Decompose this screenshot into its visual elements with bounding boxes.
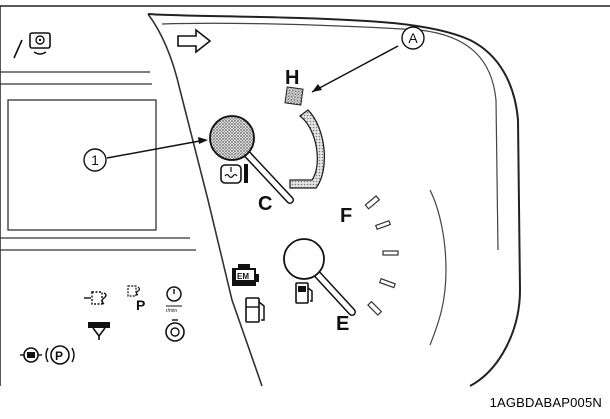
callout-a-leader-line xyxy=(311,45,399,93)
engine-management-icon: EM xyxy=(232,264,259,286)
fuel-scale-ticks xyxy=(364,195,399,316)
fuel-pump-icon xyxy=(295,282,313,304)
fuel-pump-outline-icon xyxy=(245,297,265,323)
air-filter-icon xyxy=(88,322,110,340)
callout-1-arrowhead xyxy=(198,137,208,144)
engine-warning-small-icon xyxy=(20,347,42,363)
fuel-needle-hub xyxy=(283,238,325,280)
callout-a-arrowhead xyxy=(312,84,322,92)
svg-text:EM: EM xyxy=(237,272,249,281)
callout-1-circle xyxy=(83,148,107,172)
callout-1: 1 xyxy=(83,137,208,172)
hot-label: H xyxy=(285,67,299,89)
bezel-inner-line xyxy=(161,22,499,251)
glow-plug-icon xyxy=(84,291,107,305)
preheat-parking-icon: P xyxy=(127,285,145,313)
temperature-warning-zone xyxy=(284,86,304,106)
temperature-scale-arc xyxy=(289,109,326,189)
svg-text:P: P xyxy=(136,297,145,313)
svg-text:r/min: r/min xyxy=(166,308,177,314)
callout-1-label: 1 xyxy=(91,152,99,168)
lcd-display-frame xyxy=(7,99,157,231)
figure-code: 1AGBDABAP005N xyxy=(489,395,602,410)
temperature-gauge: H C xyxy=(209,67,326,215)
empty-label: E xyxy=(336,313,349,335)
transmission-warning-icon xyxy=(13,32,51,59)
callout-a: A xyxy=(311,26,425,93)
temperature-needle-hub xyxy=(209,115,255,161)
callout-a-circle xyxy=(401,26,425,50)
callout-a-label: A xyxy=(408,30,418,46)
callout-1-leader-line xyxy=(106,139,206,159)
arrow-right-outline-icon xyxy=(177,28,212,54)
cold-label: C xyxy=(258,193,272,215)
engine-speed-icon: r/min xyxy=(166,286,182,314)
housing-outer-edge xyxy=(147,13,522,387)
full-label: F xyxy=(340,205,352,227)
housing-inner-edge xyxy=(147,13,263,387)
parking-brake-icon: P xyxy=(45,345,75,365)
brake-warning-icon xyxy=(165,319,185,342)
coolant-temperature-icon xyxy=(220,164,248,184)
svg-text:P: P xyxy=(55,349,63,363)
gauge-right-bezel xyxy=(429,189,447,346)
fuel-gauge: F E xyxy=(283,195,399,335)
